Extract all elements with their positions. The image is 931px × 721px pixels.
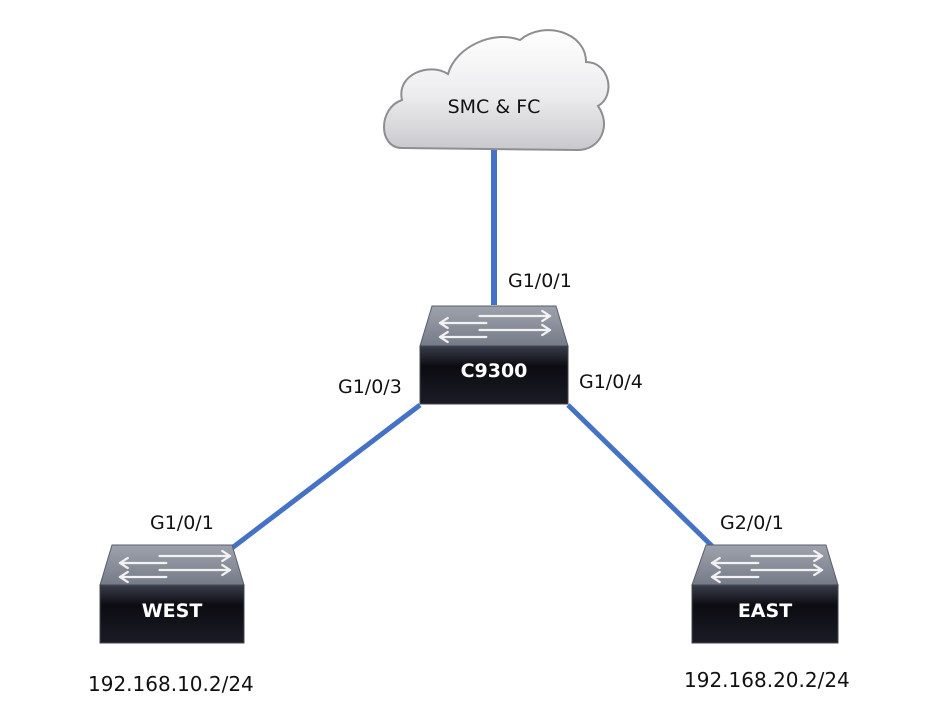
core-switch-name: C9300 — [460, 360, 528, 382]
cloud-label: SMC & FC — [447, 96, 541, 118]
core-port-left: G1/0/3 — [338, 376, 402, 398]
core-port-right: G1/0/4 — [579, 371, 643, 393]
cloud-icon — [383, 29, 610, 152]
link-core-west — [230, 403, 422, 550]
core-port-up: G1/0/1 — [508, 270, 572, 292]
west-switch-name: WEST — [141, 600, 203, 622]
west-ip: 192.168.10.2/24 — [88, 672, 254, 696]
switch-icon-core — [419, 305, 569, 405]
east-ip: 192.168.20.2/24 — [684, 668, 850, 692]
switch-icon-east — [691, 544, 839, 644]
east-switch-name: EAST — [737, 600, 793, 622]
switch-icon-west — [99, 544, 245, 644]
link-core-east — [566, 403, 716, 550]
west-port: G1/0/1 — [150, 512, 214, 534]
east-port: G2/0/1 — [720, 512, 784, 534]
